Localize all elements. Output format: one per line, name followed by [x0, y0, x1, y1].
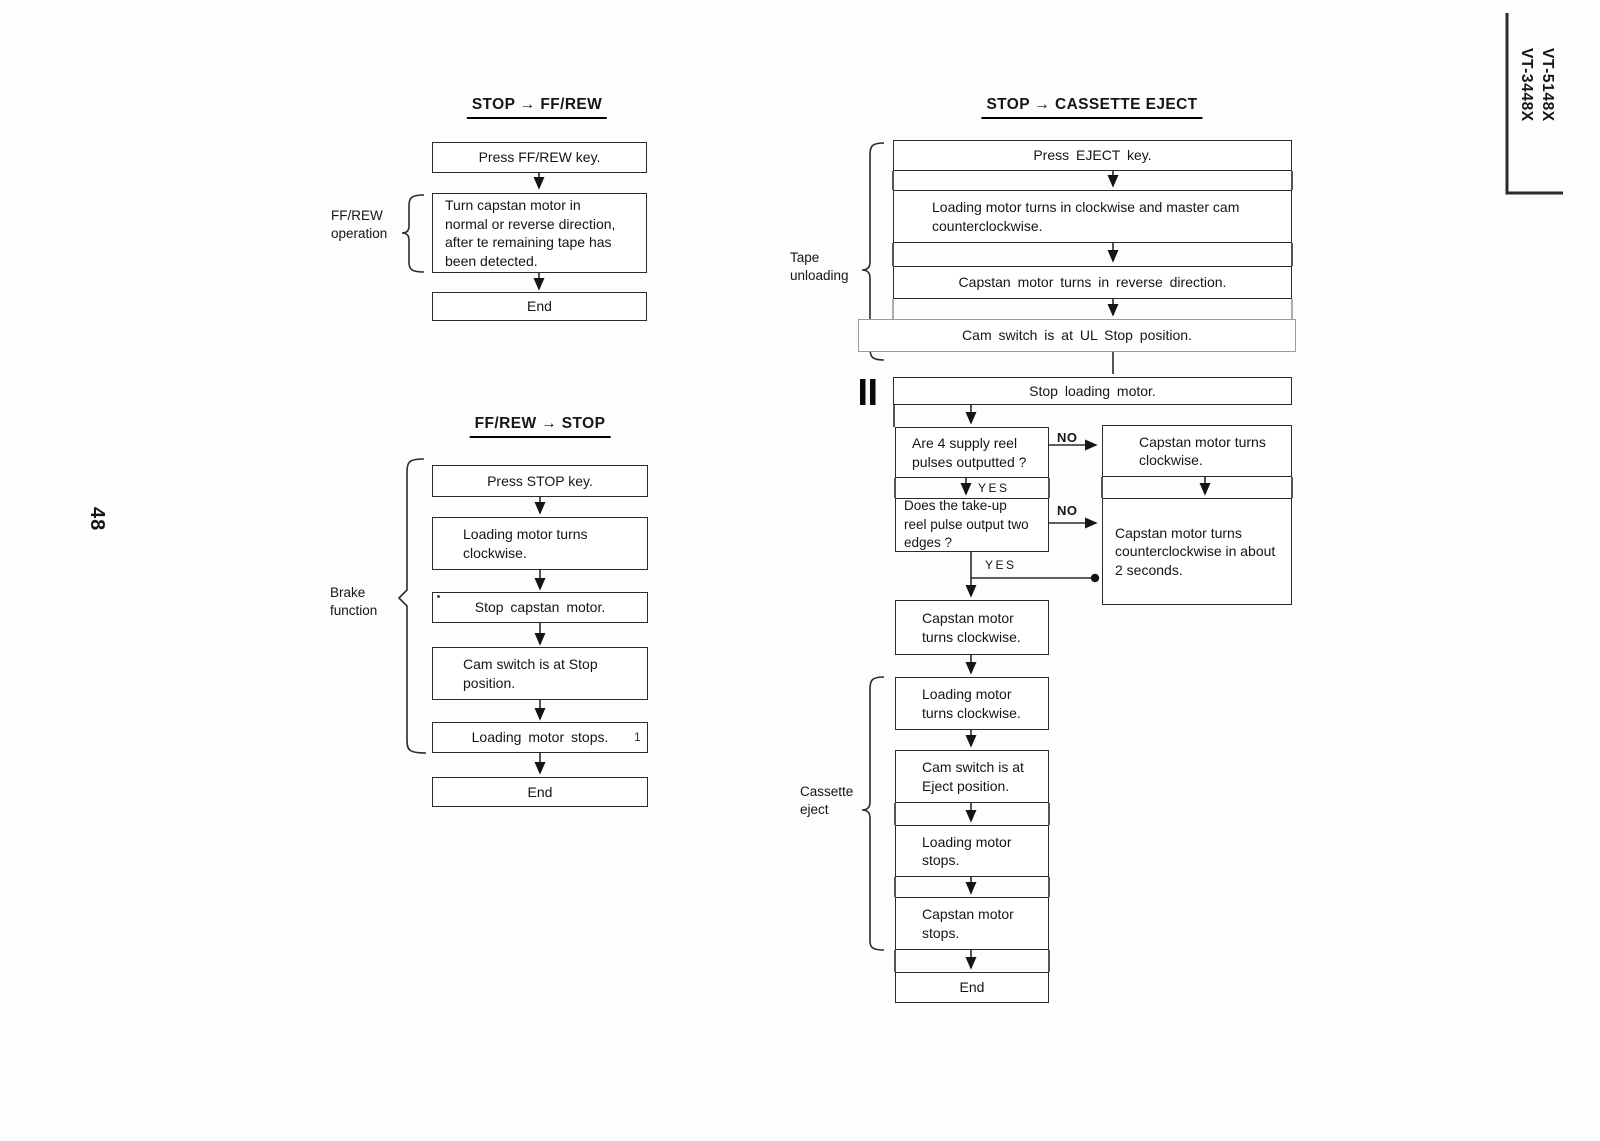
label-cassette-eject: Cassette eject	[800, 784, 854, 817]
model-number: VT-5148X	[1539, 48, 1556, 122]
branch-label-yes: YES	[978, 481, 1010, 495]
flow-box-stop-capstan: Stop capstan motor.	[432, 592, 648, 623]
brace-tape-unloading	[861, 142, 885, 361]
bracket-brake-function	[397, 458, 427, 754]
flow-decision-supply-reel-pulses: Are 4 supply reel pulses outputted ?	[895, 427, 1049, 478]
flow-box-stop-loading-motor: Stop loading motor.	[893, 377, 1292, 405]
label-tape-unloading: Tape unloading	[790, 250, 849, 283]
model-numbers: VT-5148X VT-3448X	[1516, 48, 1558, 122]
scan-artifact-digit: 1	[634, 730, 641, 744]
corner-rule	[1505, 13, 1563, 195]
flow-box-loading-stops: Loading motor stops.	[895, 825, 1049, 877]
flow-box-capstan-turns-cw: Capstan motor turns clockwise.	[895, 600, 1049, 655]
flow-box-loading-turns-cw: Loading motor turns clockwise.	[895, 677, 1049, 730]
label-ffrew-operation: FF/REW operation	[331, 208, 388, 241]
brace-cassette-eject	[861, 676, 885, 951]
flow-box-loading-master-cam: Loading motor turns in clockwise and mas…	[893, 190, 1292, 243]
flow-box-end: End	[432, 777, 648, 807]
flow-box-capstan-reverse: Capstan motor turns in reverse direction…	[893, 266, 1292, 299]
flow-box-capstan-ccw-2s: Capstan motor turns counterclockwise in …	[1102, 498, 1292, 605]
chart-title-stop-ffrew: STOP → FF/REW	[466, 96, 608, 119]
scan-artifact-dot	[437, 595, 440, 598]
flow-box-loading-motor-stops: Loading motor stops.	[432, 722, 648, 753]
flow-box-press-ffrew-key: Press FF/REW key.	[432, 142, 647, 173]
flow-box-loading-motor-cw: Loading motor turns clockwise.	[432, 517, 648, 570]
double-bar-mark	[860, 379, 876, 405]
branch-label-yes: YES	[985, 558, 1017, 572]
page-number: 48	[86, 507, 108, 532]
flow-box-end: End	[895, 972, 1049, 1003]
flow-box-capstan-stops: Capstan motor stops.	[895, 897, 1049, 950]
flow-decision-takeup-reel-pulse: Does the take-up reel pulse output two e…	[895, 498, 1049, 552]
label-brake-function: Brake function	[330, 585, 378, 618]
flow-box-press-eject-key: Press EJECT key.	[893, 140, 1292, 171]
branch-label-no: NO	[1057, 430, 1078, 445]
chart-title-ffrew-stop: FF/REW → STOP	[469, 415, 611, 438]
model-number: VT-3448X	[1518, 48, 1535, 122]
junction-dot	[1090, 573, 1100, 583]
flow-box-turn-capstan: Turn capstan motor in normal or reverse …	[432, 193, 647, 273]
flow-box-end: End	[432, 292, 647, 321]
flow-box-capstan-cw: Capstan motor turns clockwise.	[1102, 425, 1292, 477]
flow-box-cam-switch-ul-stop: Cam switch is at UL Stop position.	[858, 319, 1296, 352]
flow-box-cam-switch-eject: Cam switch is at Eject position.	[895, 750, 1049, 803]
brace-ffrew-operation	[401, 194, 425, 273]
branch-label-no: NO	[1057, 503, 1078, 518]
flow-box-cam-switch-stop: Cam switch is at Stop position.	[432, 647, 648, 700]
chart-title-stop-cassette-eject: STOP → CASSETTE EJECT	[981, 96, 1203, 119]
flow-box-press-stop-key: Press STOP key.	[432, 465, 648, 497]
